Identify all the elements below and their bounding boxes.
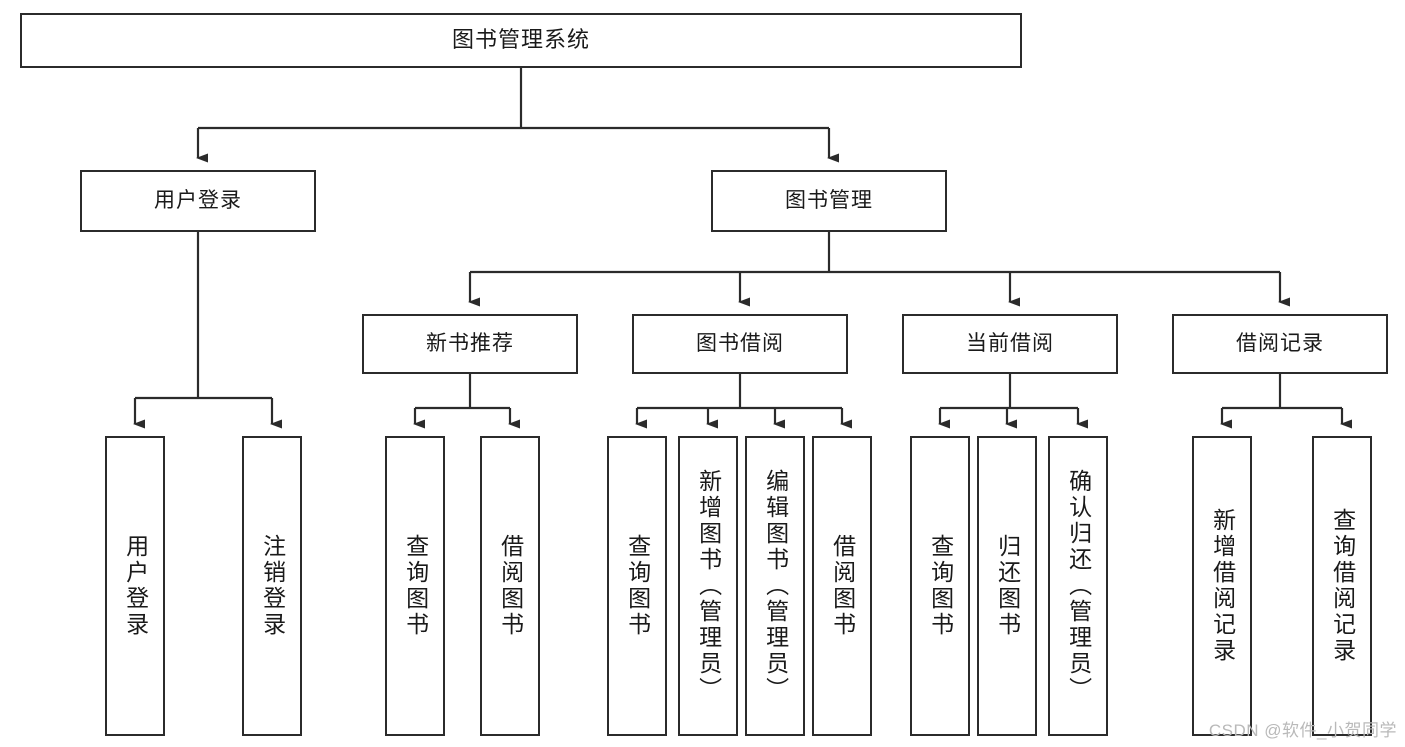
node-label-current-borrow: 当前借阅 (966, 332, 1054, 356)
node-leaf-add-record[interactable]: 新增借阅记录 (1192, 436, 1252, 736)
node-label-book-borrow: 图书借阅 (696, 332, 784, 356)
node-leaf-query-book-3[interactable]: 查询图书 (910, 436, 970, 736)
node-leaf-confirm-return[interactable]: 确认归还（管理员） (1048, 436, 1108, 736)
node-label-leaf-add-book: 新增图书（管理员） (695, 469, 722, 703)
node-leaf-query-book-1[interactable]: 查询图书 (385, 436, 445, 736)
node-label-leaf-query-book-3: 查询图书 (927, 534, 954, 638)
node-label-user-login: 用户登录 (154, 189, 242, 213)
node-leaf-borrow-book-1[interactable]: 借阅图书 (480, 436, 540, 736)
node-label-leaf-confirm-return: 确认归还（管理员） (1065, 469, 1092, 703)
node-leaf-add-book[interactable]: 新增图书（管理员） (678, 436, 738, 736)
node-label-leaf-borrow-book-2: 借阅图书 (829, 534, 856, 638)
node-label-root: 图书管理系统 (451, 27, 590, 53)
node-label-leaf-query-book-1: 查询图书 (402, 534, 429, 638)
node-label-leaf-add-record: 新增借阅记录 (1209, 508, 1236, 664)
node-label-leaf-user-login: 用户登录 (122, 534, 149, 638)
node-label-book-manage: 图书管理 (785, 189, 873, 213)
node-new-book-recommend[interactable]: 新书推荐 (362, 314, 578, 374)
node-label-leaf-user-logout: 注销登录 (259, 534, 286, 638)
node-leaf-query-book-2[interactable]: 查询图书 (607, 436, 667, 736)
node-leaf-borrow-book-2[interactable]: 借阅图书 (812, 436, 872, 736)
node-current-borrow[interactable]: 当前借阅 (902, 314, 1118, 374)
node-label-leaf-query-record: 查询借阅记录 (1329, 508, 1356, 664)
node-leaf-return-book[interactable]: 归还图书 (977, 436, 1037, 736)
node-label-leaf-borrow-book-1: 借阅图书 (497, 534, 524, 638)
node-label-new-book-recommend: 新书推荐 (426, 332, 514, 356)
node-root[interactable]: 图书管理系统 (20, 13, 1022, 68)
node-leaf-edit-book[interactable]: 编辑图书（管理员） (745, 436, 805, 736)
node-leaf-user-login[interactable]: 用户登录 (105, 436, 165, 736)
node-label-leaf-query-book-2: 查询图书 (624, 534, 651, 638)
node-label-borrow-record: 借阅记录 (1236, 332, 1324, 356)
node-leaf-query-record[interactable]: 查询借阅记录 (1312, 436, 1372, 736)
watermark-text: CSDN @软件_小贺同学 (1208, 721, 1397, 740)
node-leaf-user-logout[interactable]: 注销登录 (242, 436, 302, 736)
node-label-leaf-edit-book: 编辑图书（管理员） (762, 469, 789, 703)
node-book-borrow[interactable]: 图书借阅 (632, 314, 848, 374)
node-user-login[interactable]: 用户登录 (80, 170, 316, 232)
node-book-manage[interactable]: 图书管理 (711, 170, 947, 232)
node-borrow-record[interactable]: 借阅记录 (1172, 314, 1388, 374)
node-label-leaf-return-book: 归还图书 (994, 534, 1021, 638)
